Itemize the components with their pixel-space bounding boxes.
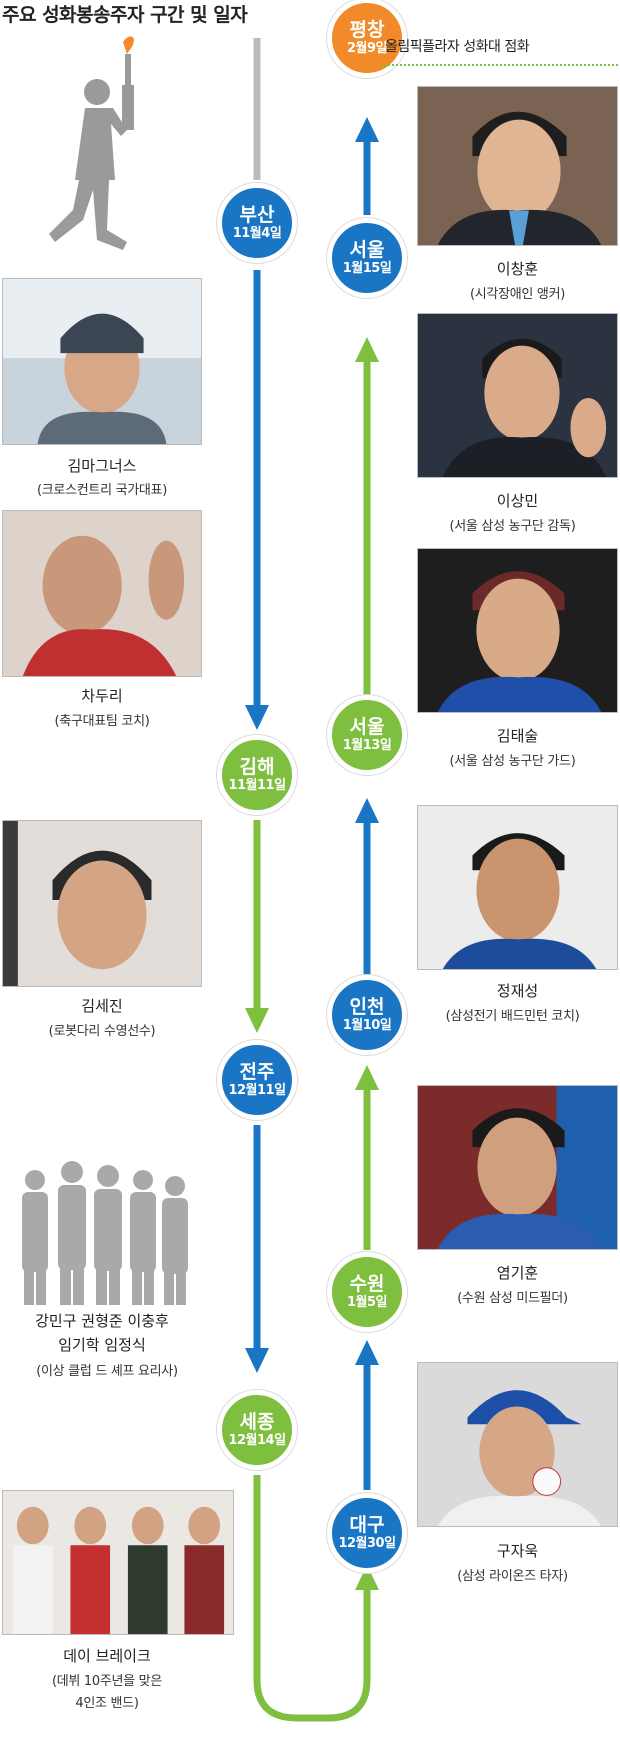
stop-city: 수원 bbox=[349, 1273, 385, 1295]
arrow-to-seoul-0115 bbox=[355, 337, 379, 362]
photo-kimtaesul bbox=[417, 548, 618, 713]
arrow-to-gimhae bbox=[245, 705, 269, 730]
runner-name: 김태술 bbox=[496, 727, 539, 745]
stop-date: 1월10일 bbox=[342, 1018, 392, 1033]
runner-role: (로봇다리 수영선수) bbox=[48, 1024, 156, 1039]
photo-kimsejin bbox=[2, 820, 202, 987]
chefs-silhouette bbox=[10, 1150, 195, 1305]
runner-name: 이창훈 bbox=[496, 260, 539, 278]
runner-name: 염기훈 bbox=[496, 1264, 539, 1282]
runner-role: (시각장애인 앵커) bbox=[470, 287, 565, 302]
runner-role: (삼성전기 배드민턴 코치) bbox=[445, 1009, 580, 1024]
infographic-title: 주요 성화봉송주자 구간 및 일자 bbox=[2, 4, 248, 26]
runner-name: 구자욱 bbox=[496, 1542, 539, 1560]
stop-city: 김해 bbox=[239, 756, 275, 778]
stop-city: 대구 bbox=[349, 1514, 385, 1536]
runner-name: 강민구 권형준 이충후 bbox=[35, 1312, 169, 1330]
arrow-to-pyeongchang bbox=[355, 117, 379, 142]
stop-date: 1월5일 bbox=[346, 1295, 388, 1310]
runner-name: 데이 브레이크 bbox=[63, 1647, 151, 1665]
arrow-to-incheon bbox=[355, 1065, 379, 1090]
runner-role: (크로스컨트리 국가대표) bbox=[37, 483, 167, 498]
runner-name: 임기학 임정식 bbox=[58, 1336, 146, 1354]
segment-sejong-daegu bbox=[253, 1475, 371, 1722]
runner-name: 차두리 bbox=[81, 687, 123, 705]
photo-daybreak bbox=[2, 1490, 234, 1635]
runner-role: (서울 삼성 농구단 감독) bbox=[449, 519, 576, 534]
arrow-to-daegu bbox=[355, 1565, 379, 1590]
photo-chaduri bbox=[2, 510, 202, 677]
runner-name: 정재성 bbox=[496, 982, 539, 1000]
stop-busan: 부산 11월4일 bbox=[217, 183, 297, 263]
stop-date: 1월13일 bbox=[342, 738, 392, 753]
runner-role: (데뷔 10주년을 맞은 bbox=[52, 1674, 162, 1689]
stop-date: 1월15일 bbox=[342, 261, 392, 276]
runner-role: (서울 삼성 농구단 가드) bbox=[449, 754, 576, 769]
stop-city: 세종 bbox=[239, 1411, 275, 1433]
stop-date: 12월14일 bbox=[228, 1433, 286, 1448]
stop-seoul-0115: 서울 1월15일 bbox=[327, 218, 407, 298]
stop-jeonju: 전주 12월11일 bbox=[217, 1040, 297, 1120]
stop-city: 서울 bbox=[349, 239, 385, 261]
photo-gujawook bbox=[417, 1362, 618, 1527]
photo-leechanghun bbox=[417, 86, 618, 246]
stop-suwon: 수원 1월5일 bbox=[327, 1252, 407, 1332]
photo-magnus bbox=[2, 278, 202, 445]
runner-role: 4인조 밴드) bbox=[75, 1696, 139, 1711]
arrow-to-seoul-0113 bbox=[355, 798, 379, 823]
runner-role: (삼성 라이온즈 타자) bbox=[457, 1569, 568, 1584]
runner-name: 김세진 bbox=[81, 997, 123, 1015]
stop-city: 전주 bbox=[239, 1061, 275, 1083]
stop-date: 11월11일 bbox=[228, 778, 286, 793]
arrow-to-suwon bbox=[355, 1340, 379, 1365]
stop-city: 부산 bbox=[239, 204, 275, 226]
stop-date: 11월4일 bbox=[232, 226, 282, 241]
photo-yeomkihun bbox=[417, 1085, 618, 1250]
final-label-underline bbox=[380, 64, 618, 66]
stop-city: 평창 bbox=[349, 19, 385, 41]
runner-name: 김마그너스 bbox=[67, 457, 137, 475]
stop-seoul-0113: 서울 1월13일 bbox=[327, 695, 407, 775]
stop-date: 12월11일 bbox=[228, 1083, 286, 1098]
stop-daegu: 대구 12월30일 bbox=[327, 1493, 407, 1573]
arrow-to-sejong bbox=[245, 1348, 269, 1373]
photo-leesangmin bbox=[417, 313, 618, 478]
runner-role: (축구대표팀 코치) bbox=[54, 714, 150, 729]
stop-gimhae: 김해 11월11일 bbox=[217, 735, 297, 815]
stop-sejong: 세종 12월14일 bbox=[217, 1390, 297, 1470]
runner-name: 이상민 bbox=[496, 492, 539, 510]
stop-date: 12월30일 bbox=[338, 1536, 396, 1551]
stop-city: 인천 bbox=[349, 996, 385, 1018]
torch-runner-silhouette bbox=[35, 30, 165, 270]
final-label: 올림픽플라자 성화대 점화 bbox=[385, 39, 530, 55]
runner-role: (이상 클럽 드 셰프 요리사) bbox=[36, 1364, 178, 1379]
arrow-to-jeonju bbox=[245, 1008, 269, 1033]
stop-city: 서울 bbox=[349, 716, 385, 738]
runner-role: (수원 삼성 미드필더) bbox=[457, 1291, 568, 1306]
photo-jungjaesung bbox=[417, 805, 618, 970]
stop-date: 2월9일 bbox=[346, 41, 388, 56]
stop-incheon: 인천 1월10일 bbox=[327, 975, 407, 1055]
